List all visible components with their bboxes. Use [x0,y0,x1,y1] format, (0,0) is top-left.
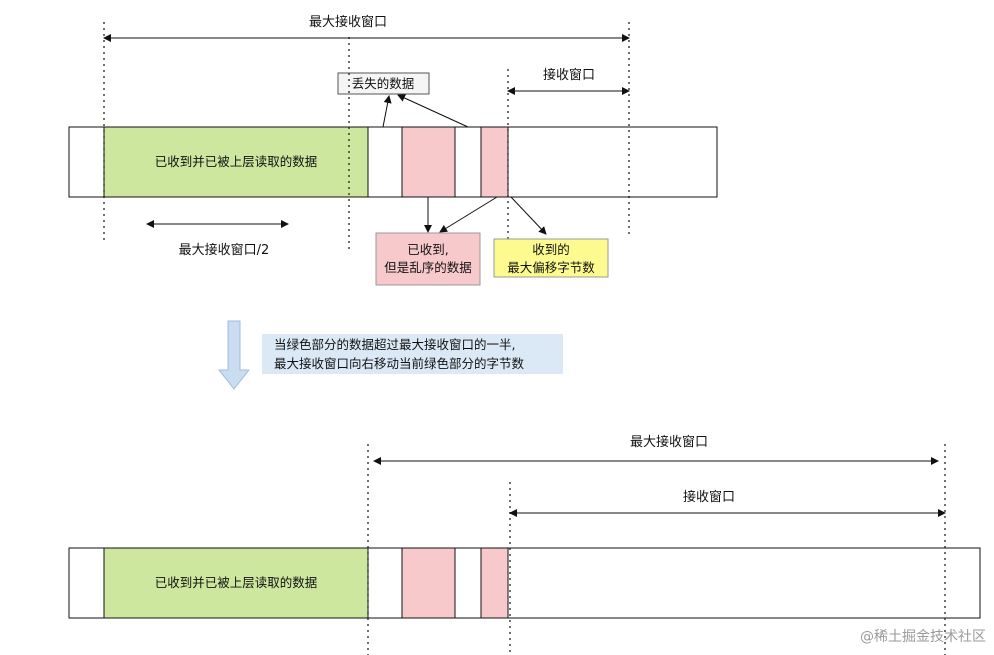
top-max-window-label: 最大接收窗口 [309,14,387,30]
max-offset-label-line1: 收到的 [532,242,570,257]
top-recv-window-label: 接收窗口 [543,67,595,83]
max-offset-arrow [510,196,547,235]
ooo-label-line1: 已收到, [407,242,448,257]
down-arrow-icon [217,320,251,390]
lost-arrow-1 [382,95,392,128]
half-window-label: 最大接收窗口/2 [179,242,270,258]
ooo-box [375,232,481,286]
max-offset-label-line2: 最大偏移字节数 [507,260,595,275]
bottom-max-window-label: 最大接收窗口 [630,434,708,450]
lost-data-label: 丢失的数据 [352,76,415,91]
lost-arrow-2 [397,94,469,128]
ooo-arrow-2 [439,196,498,233]
bottom-recv-window-label: 接收窗口 [683,489,735,505]
note-box [262,334,563,374]
watermark-text: @稀土掘金技术社区 [860,629,986,645]
note-line2: 最大接收窗口向右移动当前绿色部分的字节数 [274,356,525,371]
ooo-label-line2: 但是乱序的数据 [384,260,472,275]
bottom-pink-segment-2 [480,547,509,619]
top-pink-segment-1 [401,126,456,198]
lost-data-box [337,72,430,95]
bottom-green-segment [103,547,369,619]
bottom-pink-segment-1 [401,547,456,619]
top-green-segment [103,126,369,198]
bottom-green-label: 已收到并已被上层读取的数据 [155,575,318,590]
top-green-label: 已收到并已被上层读取的数据 [155,154,318,169]
note-line1: 当绿色部分的数据超过最大接收窗口的一半, [274,337,515,352]
top-pink-segment-2 [480,126,509,198]
max-offset-box [493,238,609,278]
